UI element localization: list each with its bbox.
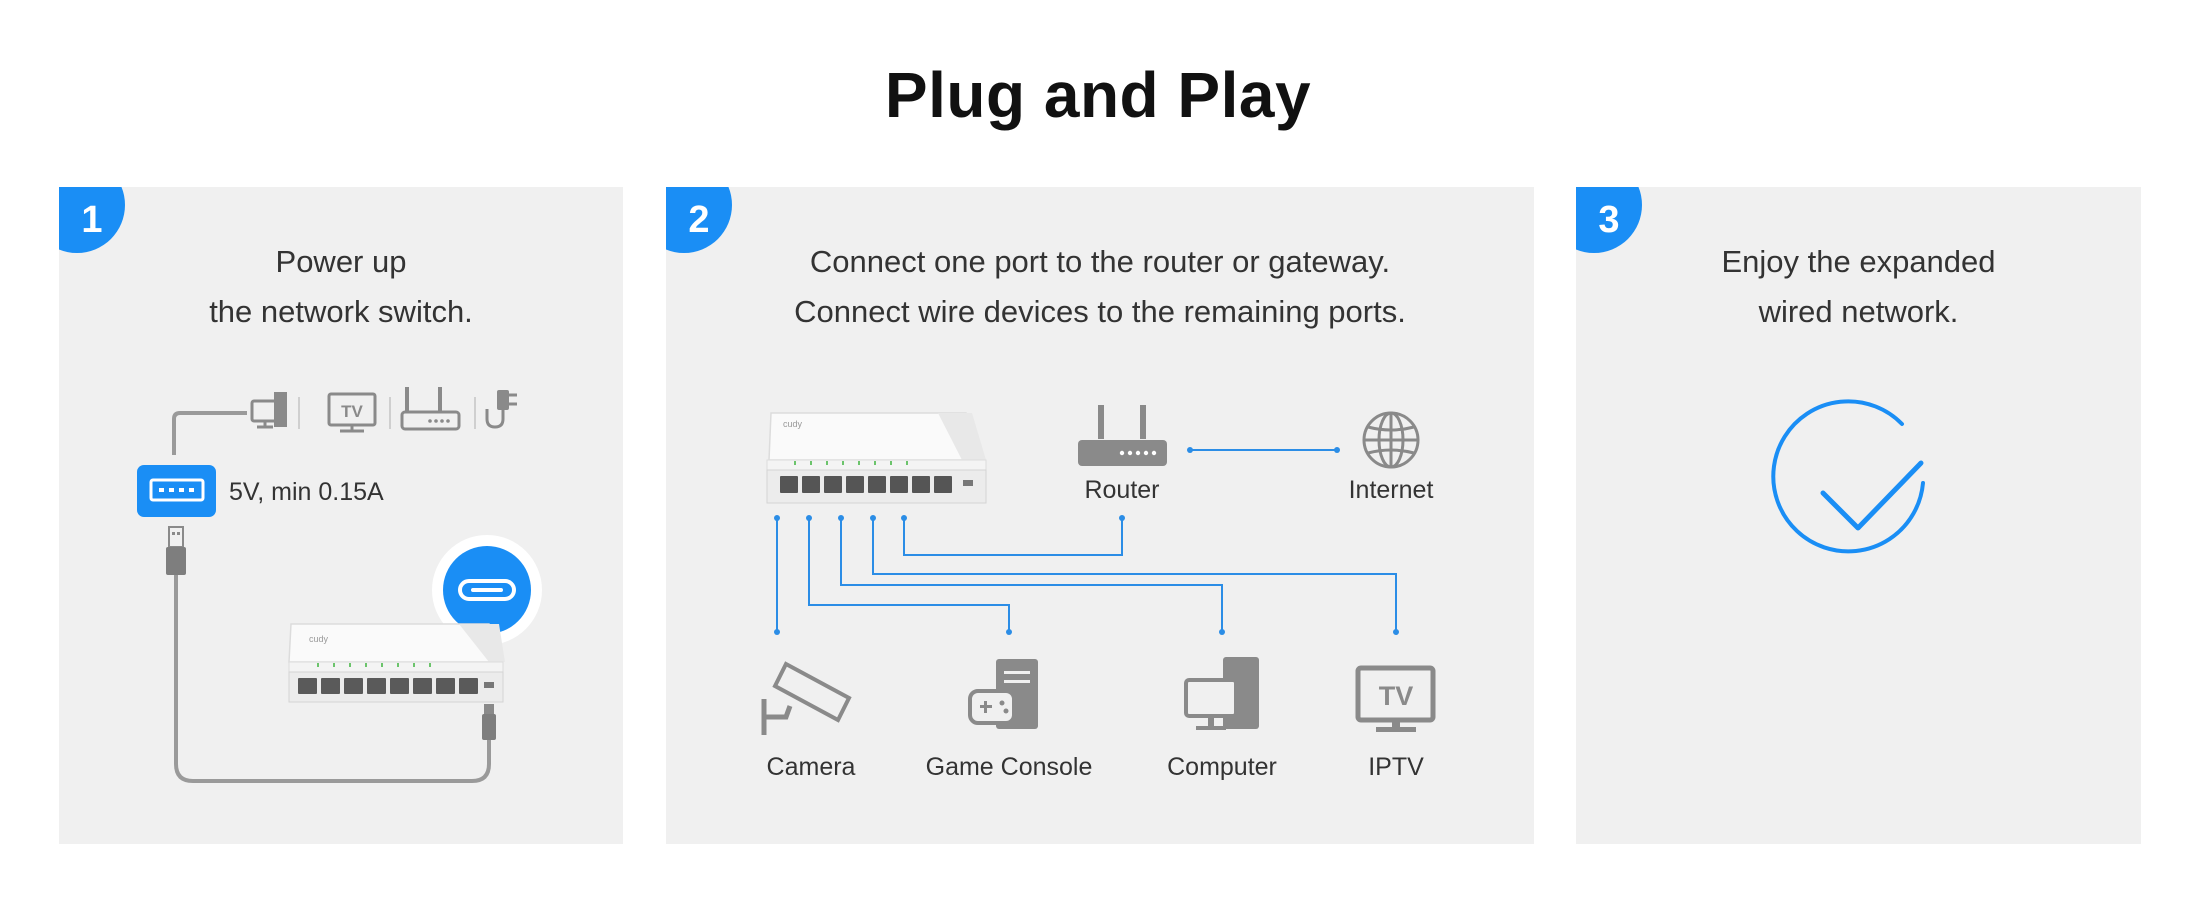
svg-text:cudy: cudy (309, 634, 329, 644)
link-dot (1334, 447, 1340, 453)
tv-icon: TV (327, 392, 377, 433)
step-1-instructions: Power up the network switch. (59, 237, 623, 337)
step-3-number: 3 (1598, 199, 1620, 241)
step-3-line-2: wired network. (1758, 294, 1959, 329)
step-1-line-2: the network switch. (209, 294, 473, 329)
step-2-diagram: cudy (761, 405, 1436, 781)
step-3-panel: 3 Enjoy the expanded wired network. (1576, 187, 2141, 844)
computer-icon (1184, 657, 1259, 730)
usb-c-plug (482, 704, 496, 740)
game-console-label: Game Console (926, 753, 1093, 781)
iptv-label: IPTV (1368, 753, 1424, 781)
usb-port-icon (137, 465, 216, 517)
step-1-illustration: TV 5V, min 0.15A (137, 387, 542, 783)
iptv-icon-text: TV (1379, 681, 1414, 711)
step-2-line-1: Connect one port to the router or gatewa… (809, 244, 1391, 279)
usb-cable (166, 526, 491, 783)
step-1-line-1: Power up (275, 244, 407, 279)
camera-label: Camera (767, 753, 856, 781)
step-2-badge: 2 (666, 187, 732, 253)
step-2-panel: 2 Connect one port to the router or gate… (666, 187, 1534, 844)
router-label: Router (1084, 476, 1159, 504)
svg-text:cudy: cudy (783, 419, 803, 429)
step-3-instructions: Enjoy the expanded wired network. (1576, 237, 2141, 337)
step-3-illustration (1771, 399, 1925, 554)
globe-icon (1362, 411, 1420, 469)
network-switch-image: cudy (288, 623, 505, 703)
step-1-number: 1 (81, 199, 103, 241)
step-2-number: 2 (688, 199, 710, 241)
step-2-instructions: Connect one port to the router or gatewa… (666, 237, 1534, 337)
page-title: Plug and Play (884, 59, 1312, 131)
game-console-icon (968, 659, 1038, 729)
power-spec-label: 5V, min 0.15A (229, 478, 384, 506)
computer-icon (250, 392, 287, 429)
power-adapter-icon (485, 390, 517, 429)
step-3-badge: 3 (1576, 187, 1642, 253)
internet-label: Internet (1349, 476, 1434, 504)
camera-icon (761, 661, 852, 735)
connection-lines (776, 518, 1397, 632)
router-icon (1078, 405, 1167, 466)
step-1-panel: 1 Power up the network switch. TV (59, 187, 623, 844)
link-dot (1187, 447, 1193, 453)
step-3-line-1: Enjoy the expanded (1721, 244, 1996, 279)
network-switch-image: cudy (766, 412, 987, 504)
source-cable (172, 411, 247, 455)
router-icon (400, 387, 461, 431)
step-1-badge: 1 (59, 187, 125, 253)
connection-dots (774, 515, 1399, 635)
checkmark-circle-icon (1771, 399, 1925, 554)
tv-icon-text: TV (341, 402, 363, 421)
iptv-icon: TV (1355, 665, 1436, 732)
step-2-line-2: Connect wire devices to the remaining po… (794, 294, 1406, 329)
computer-label: Computer (1167, 753, 1277, 781)
